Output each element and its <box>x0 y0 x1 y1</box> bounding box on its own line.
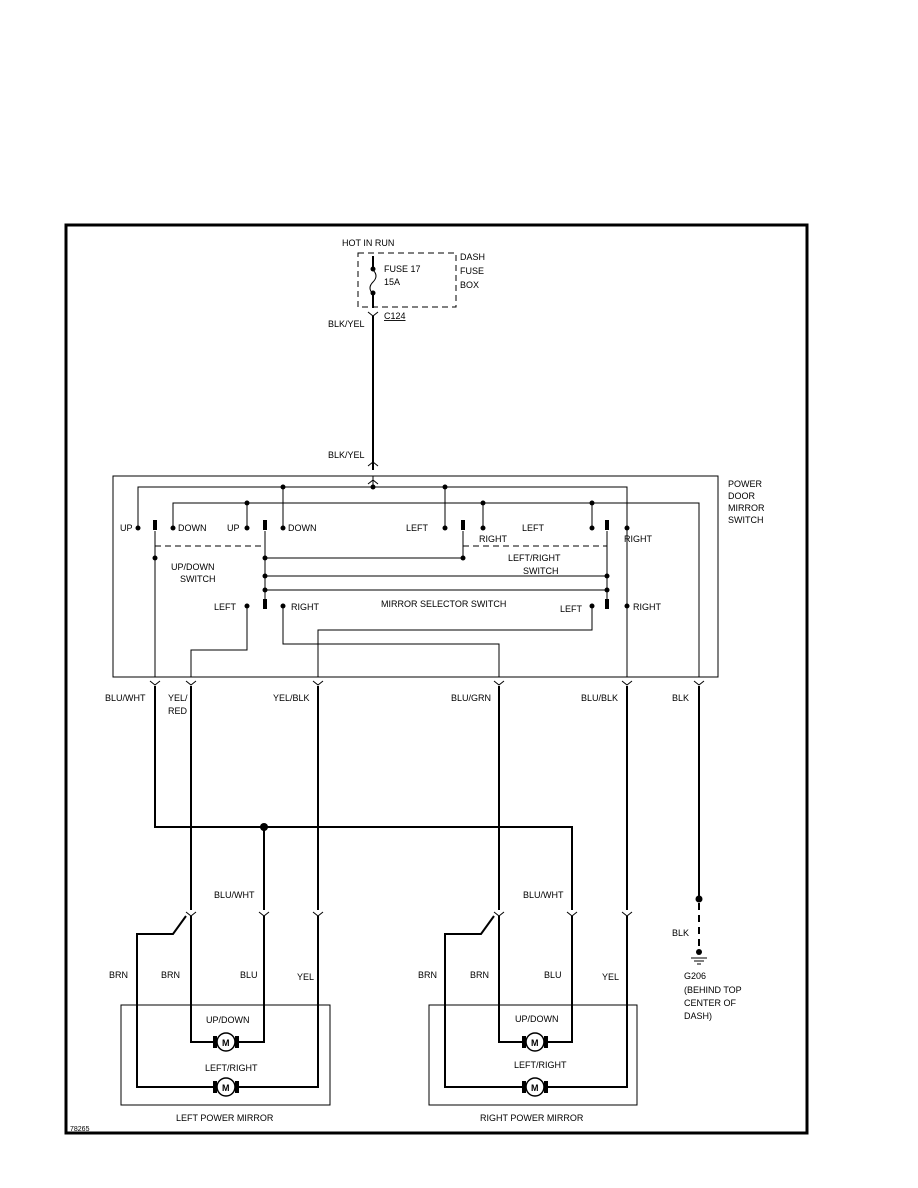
fuse-label: FUSE <box>460 266 484 276</box>
fuse-icon <box>369 269 377 295</box>
left-blu-label: BLU <box>240 970 258 980</box>
ground-desc-2: CENTER OF <box>684 998 737 1008</box>
selector-right-label-2: RIGHT <box>633 602 662 612</box>
switch-title-1: POWER <box>728 479 763 489</box>
yel-blk-wire-label: YEL/BLK <box>273 693 310 703</box>
svg-text:M: M <box>222 1083 230 1093</box>
down-label-2: DOWN <box>288 523 317 533</box>
blu-wht-right-label: BLU/WHT <box>523 890 564 900</box>
left-label-1: LEFT <box>406 523 429 533</box>
dash-label: DASH <box>460 252 485 262</box>
switch-connector-pins <box>149 680 705 686</box>
selector-left-label-2: LEFT <box>560 604 583 614</box>
right-updown-label: UP/DOWN <box>515 1014 559 1024</box>
left-updown-motor-icon: M <box>213 1032 239 1052</box>
selector-left-label-1: LEFT <box>214 602 237 612</box>
right-updown-motor-icon: M <box>522 1032 548 1052</box>
down-label-1: DOWN <box>178 523 207 533</box>
left-label-2: LEFT <box>522 523 545 533</box>
blu-grn-wire-label: BLU/GRN <box>451 693 491 703</box>
blk-wire-label: BLK <box>672 693 689 703</box>
leftright-switch-label-1: LEFT/RIGHT <box>508 553 561 563</box>
svg-text:M: M <box>531 1083 539 1093</box>
left-yel-label: YEL <box>297 972 314 982</box>
right-leftright-label: LEFT/RIGHT <box>514 1060 567 1070</box>
left-brn-label-b: BRN <box>161 970 180 980</box>
dash-fuse-box: HOT IN RUN FUSE 17 15A DASH FUSE BOX C12… <box>342 238 485 321</box>
ground-desc-3: DASH) <box>684 1011 712 1021</box>
switch-title-2: DOOR <box>728 491 756 501</box>
left-brn-label-a: BRN <box>109 970 128 980</box>
right-leftright-motor-icon: M <box>522 1077 548 1097</box>
diagram-frame <box>64 223 809 1135</box>
right-brn-label-b: BRN <box>470 970 489 980</box>
right-label-2: RIGHT <box>624 534 653 544</box>
left-leftright-label: LEFT/RIGHT <box>205 1063 258 1073</box>
power-door-mirror-switch <box>112 475 719 678</box>
ground-icon <box>691 949 707 965</box>
ground-desc-1: (BEHIND TOP <box>684 985 742 995</box>
mirror-selector-label: MIRROR SELECTOR SWITCH <box>381 599 506 609</box>
blu-wht-left-label: BLU/WHT <box>214 890 255 900</box>
right-yel-label: YEL <box>602 972 619 982</box>
blk-yel-label-top: BLK/YEL <box>328 319 365 329</box>
right-brn-label-a: BRN <box>418 970 437 980</box>
svg-text:M: M <box>531 1038 539 1048</box>
leftright-switch-label-2: SWITCH <box>523 566 559 576</box>
selector-right-label-1: RIGHT <box>291 602 320 612</box>
right-mirror-title: RIGHT POWER MIRROR <box>480 1113 584 1123</box>
left-updown-label: UP/DOWN <box>206 1015 250 1025</box>
blk-ground-wire-label: BLK <box>672 928 689 938</box>
left-leftright-motor-icon: M <box>213 1077 239 1097</box>
updown-switch-label-1: UP/DOWN <box>171 562 215 572</box>
right-blu-label: BLU <box>544 970 562 980</box>
up-label-2: UP <box>227 523 240 533</box>
up-label-1: UP <box>120 523 133 533</box>
harness-wires <box>154 686 703 950</box>
right-power-mirror: M M <box>428 915 638 1106</box>
box-label: BOX <box>460 280 479 290</box>
svg-text:M: M <box>222 1038 230 1048</box>
blu-blk-wire-label: BLU/BLK <box>581 693 618 703</box>
switch-internal-wiring <box>135 476 700 677</box>
hot-in-run-label: HOT IN RUN <box>342 238 394 248</box>
figure-id-label: 78265 <box>70 1126 90 1133</box>
blk-yel-label-bottom: BLK/YEL <box>328 450 365 460</box>
right-label-1: RIGHT <box>479 534 508 544</box>
left-power-mirror: M M <box>120 915 331 1106</box>
switch-title-4: SWITCH <box>728 515 764 525</box>
connector-c124-label: C124 <box>384 311 406 321</box>
updown-switch-label-2: SWITCH <box>180 574 216 584</box>
ground-name-label: G206 <box>684 971 706 981</box>
yel-red-wire-label-2: RED <box>168 706 188 716</box>
left-mirror-title: LEFT POWER MIRROR <box>176 1113 274 1123</box>
fuse-rating-label: 15A <box>384 277 400 287</box>
blu-wht-wire-label: BLU/WHT <box>105 693 146 703</box>
fuse-name-label: FUSE 17 <box>384 264 421 274</box>
switch-title-3: MIRROR <box>728 503 765 513</box>
yel-red-wire-label-1: YEL/ <box>168 693 188 703</box>
